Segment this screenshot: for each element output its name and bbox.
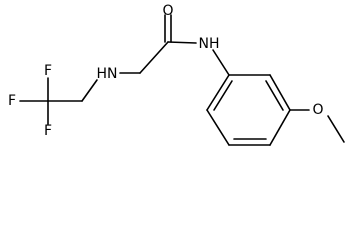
atom-label-amide-nh: NH — [199, 36, 220, 52]
ring-bond-2 — [206, 109, 230, 146]
ring-bond-1 — [206, 74, 230, 111]
bond-amide-n-to-ring — [212, 49, 230, 76]
bond-amine-n-to-ch2 — [81, 79, 98, 102]
bond-carbonyl-to-ch2 — [139, 41, 169, 74]
atom-label-amine-hn: HN — [97, 66, 118, 82]
bond-methoxy-o-to-ch3 — [327, 115, 345, 143]
ring-bond-4 — [269, 109, 291, 146]
structure-diagram: O NH HN O F F F — [8, 3, 345, 146]
bond-carbonyl-to-amide-n — [167, 41, 197, 44]
atom-label-fluorine-left: F — [8, 93, 16, 109]
bond-layer — [19, 14, 345, 146]
ring-inner-double-1 — [213, 80, 233, 111]
atom-label-oxygen-methoxy: O — [312, 102, 323, 118]
ring-inner-double-3 — [265, 80, 284, 111]
atom-label-fluorine-upper: F — [44, 63, 52, 79]
ring-bond-5 — [269, 74, 291, 111]
atom-label-fluorine-lower: F — [44, 123, 52, 139]
atom-label-oxygen-carbonyl: O — [162, 3, 173, 19]
label-layer: O NH HN O F F F — [8, 3, 324, 139]
